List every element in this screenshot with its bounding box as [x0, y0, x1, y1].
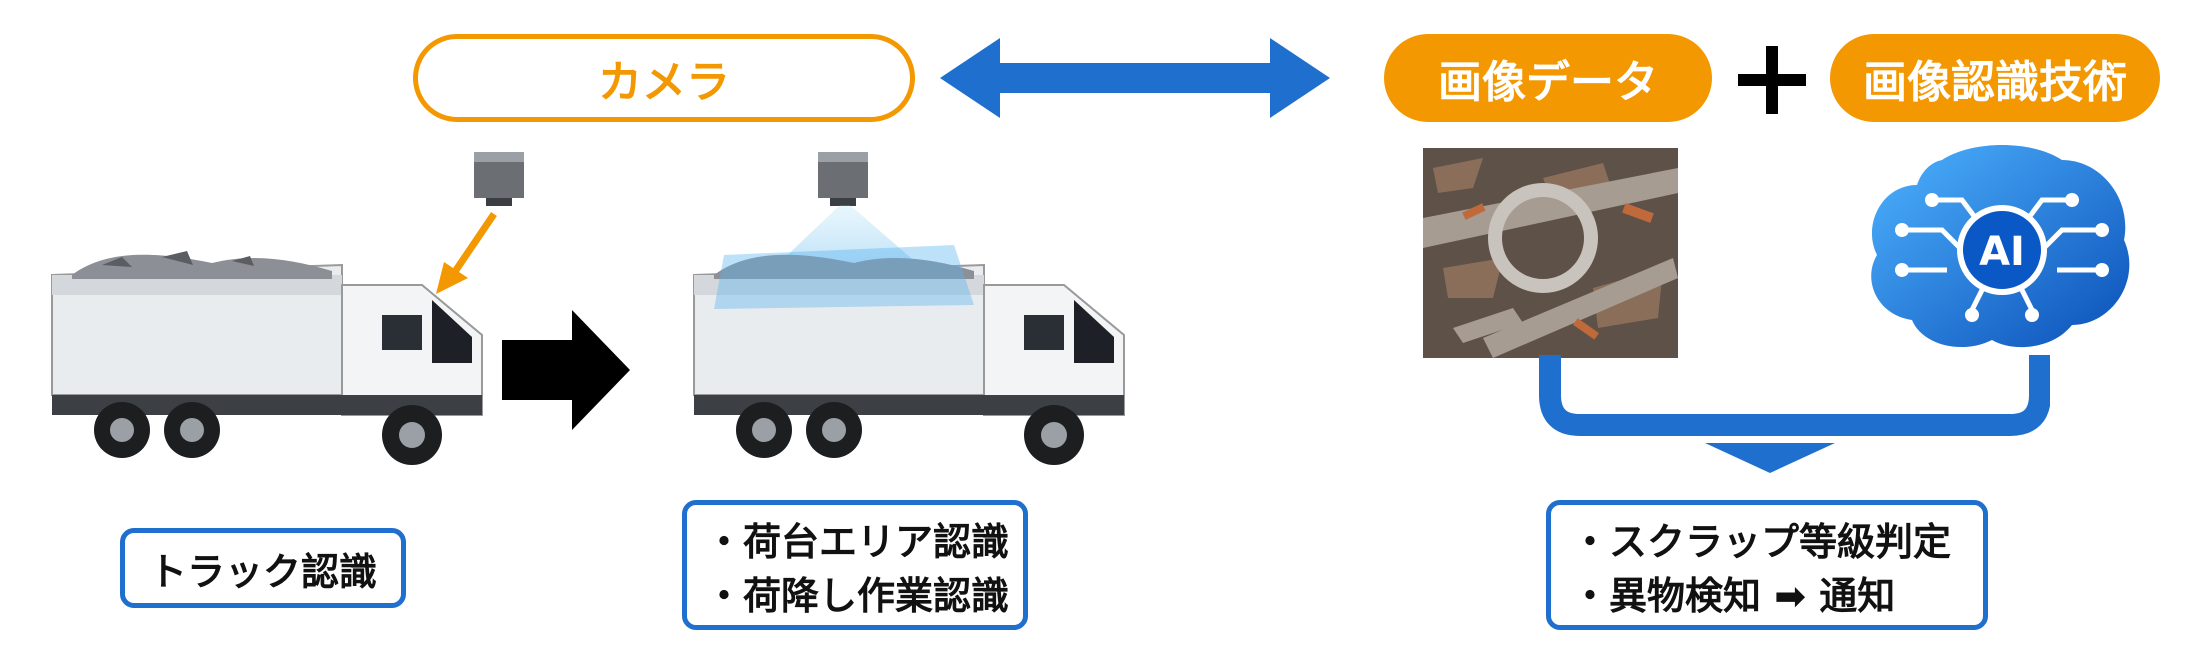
- truck-image-left: [51, 251, 483, 465]
- process-arrow: [502, 310, 630, 430]
- bed-recognition-box: ・荷台エリア認識 ・荷降し作業認識: [682, 500, 1028, 630]
- plus-icon: [1738, 46, 1806, 114]
- scrap-image: [1423, 148, 1678, 358]
- camera-icon-left: [474, 152, 524, 206]
- image-data-label: 画像データ: [1438, 57, 1658, 108]
- result-line-2: ・異物検知 ➡ 通知: [1571, 574, 1896, 618]
- truck-recognition-box: トラック認識: [120, 528, 406, 608]
- camera-pill: カメラ: [413, 34, 915, 122]
- bidirectional-arrow: [940, 38, 1330, 118]
- image-data-pill: 画像データ: [1384, 34, 1712, 122]
- result-box: ・スクラップ等級判定 ・異物検知 ➡ 通知: [1546, 500, 1988, 630]
- ai-label: AI: [1962, 222, 2042, 282]
- camera-icon-right: [818, 152, 868, 206]
- camera-label: カメラ: [598, 57, 730, 108]
- recognition-tech-label: 画像認識技術: [1863, 57, 2127, 108]
- ai-brain-icon: [1871, 145, 2130, 348]
- result-line-1: ・スクラップ等級判定: [1571, 520, 1952, 564]
- camera-pointer-arrow: [436, 212, 497, 294]
- truck-recognition-text: トラック認識: [148, 549, 377, 594]
- bed-recognition-line-2: ・荷降し作業認識: [705, 574, 1010, 618]
- ai-text: AI: [1979, 229, 2025, 275]
- bed-recognition-line-1: ・荷台エリア認識: [705, 520, 1010, 564]
- merge-bracket: [1539, 355, 2050, 473]
- recognition-tech-pill: 画像認識技術: [1830, 34, 2160, 122]
- truck-image-right: [693, 245, 1125, 465]
